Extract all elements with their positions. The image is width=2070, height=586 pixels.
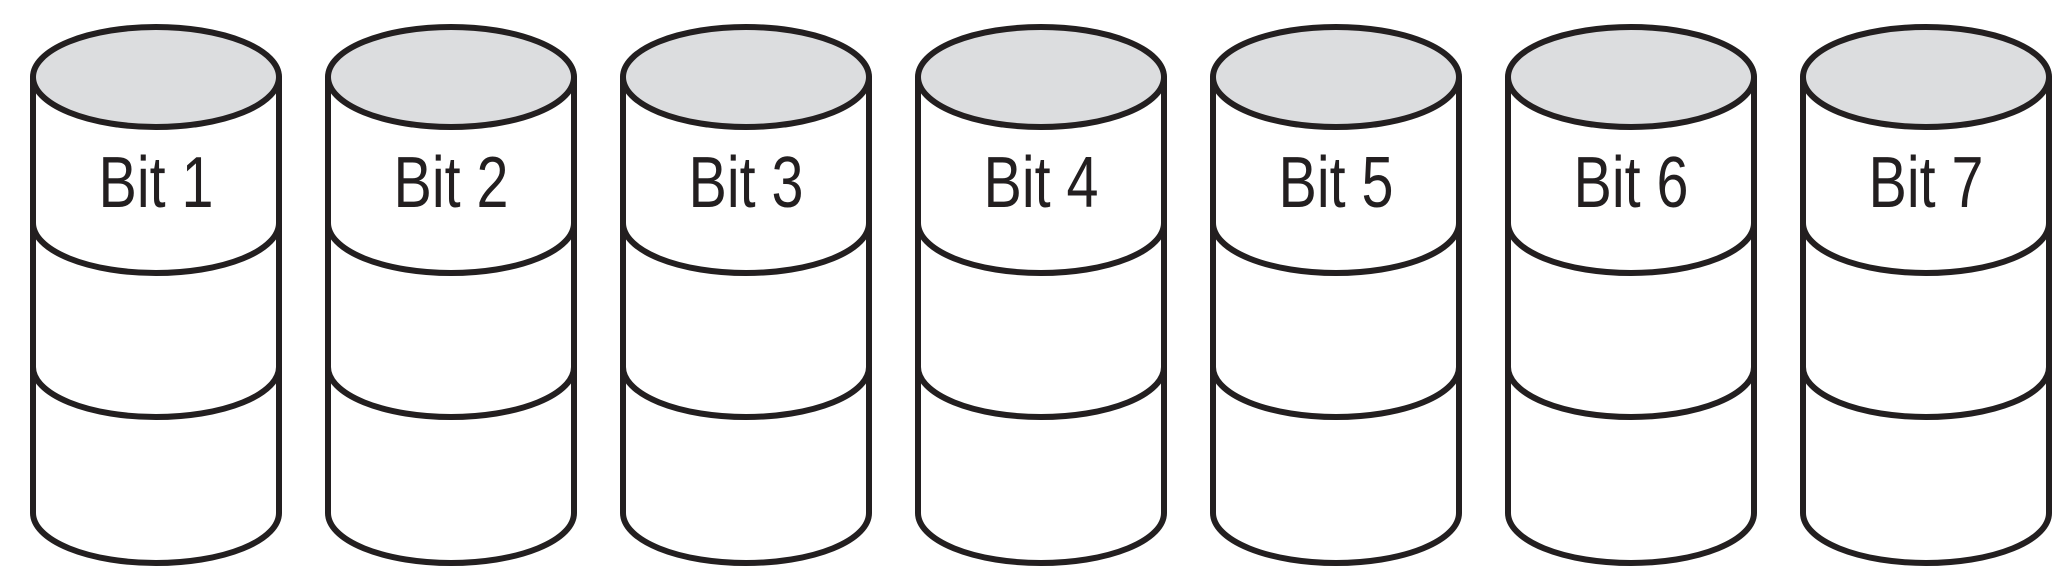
disk-body: [30, 74, 282, 566]
disk-body: [1210, 74, 1462, 566]
disk-label: Bit 6: [1574, 143, 1689, 223]
disk-label: Bit 5: [1279, 143, 1394, 223]
disk-cylinder: Bit 1: [30, 24, 282, 566]
disk-top: [1505, 24, 1757, 130]
disk-segment-divider: [1505, 222, 1757, 276]
disk-label: Bit 2: [394, 143, 509, 223]
disk-segment-divider: [325, 222, 577, 276]
disk-label: Bit 1: [99, 143, 214, 223]
disk-segment-divider: [620, 366, 872, 420]
disk-cylinder: Bit 3: [620, 24, 872, 566]
disk-top: [915, 24, 1167, 130]
disk-cylinder: Bit 4: [915, 24, 1167, 566]
disk-segment-divider: [1800, 222, 2052, 276]
disk-segment-divider: [1210, 222, 1462, 276]
disk-body: [1800, 74, 2052, 566]
disk-top: [1210, 24, 1462, 130]
disk-segment-divider: [1800, 366, 2052, 420]
disk-label: Bit 7: [1869, 143, 1984, 223]
disk-segment-divider: [325, 366, 577, 420]
disk-segment-divider: [1210, 366, 1462, 420]
disk-cylinder: Bit 6: [1505, 24, 1757, 566]
disk-top: [620, 24, 872, 130]
disk-body: [620, 74, 872, 566]
disk-label: Bit 4: [984, 143, 1099, 223]
disk-top: [325, 24, 577, 130]
disk-top: [1800, 24, 2052, 130]
disk-segment-divider: [1505, 366, 1757, 420]
disk-body: [325, 74, 577, 566]
disk-segment-divider: [620, 222, 872, 276]
disk-body: [915, 74, 1167, 566]
disk-label: Bit 3: [689, 143, 804, 223]
disk-cylinder: Bit 2: [325, 24, 577, 566]
disk-top: [30, 24, 282, 130]
disk-segment-divider: [915, 366, 1167, 420]
disk-segment-divider: [30, 222, 282, 276]
disk-cylinder: Bit 7: [1800, 24, 2052, 566]
disk-segment-divider: [915, 222, 1167, 276]
disk-cylinder: Bit 5: [1210, 24, 1462, 566]
disk-segment-divider: [30, 366, 282, 420]
disk-body: [1505, 74, 1757, 566]
